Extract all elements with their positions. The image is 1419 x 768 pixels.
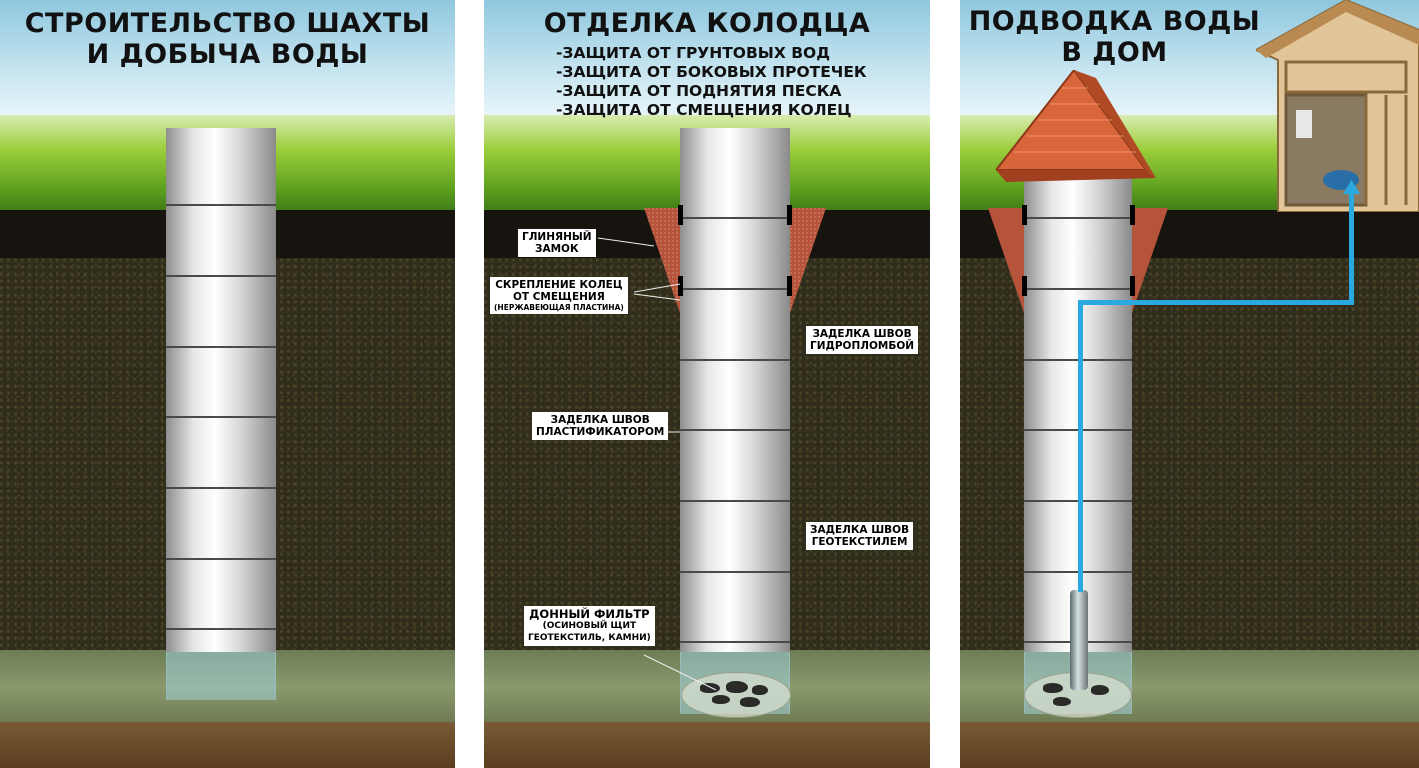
ring-joint — [166, 346, 276, 348]
callout-line — [597, 237, 655, 247]
ring-joint — [1024, 217, 1132, 219]
concrete-shaft — [680, 128, 790, 652]
clay-lock-left — [644, 208, 680, 313]
stainless-plate — [1130, 205, 1135, 225]
clay-lock-right — [1132, 208, 1168, 313]
sky — [0, 0, 455, 120]
stone — [1043, 683, 1063, 693]
stainless-plate — [1022, 276, 1027, 296]
bullet-item: -ЗАЩИТА ОТ ПОДНЯТИЯ ПЕСКА — [556, 82, 842, 100]
house-illustration — [1256, 0, 1419, 212]
stone — [712, 695, 730, 704]
title-line: В ДОМ — [1061, 37, 1168, 68]
callout-line — [633, 283, 681, 293]
ring-joint — [166, 628, 276, 630]
sand-layer — [484, 722, 930, 768]
water-pipe-vertical — [1078, 300, 1083, 592]
sky — [484, 0, 930, 120]
label-line: ГЕОТЕКСТИЛЬ, КАМНИ) — [528, 633, 651, 643]
title-line: И ДОБЫЧА ВОДЫ — [86, 39, 369, 70]
ring-joint — [680, 500, 790, 502]
label-line: ЗАДЕЛКА ШВОВ — [810, 524, 910, 536]
callout-line — [633, 293, 681, 301]
label-seal-geotextile: ЗАДЕЛКА ШВОВ ГЕОТЕКСТИЛЕМ — [806, 522, 914, 550]
panel-title: ОТДЕЛКА КОЛОДЦА — [543, 8, 871, 39]
stainless-plate — [1022, 205, 1027, 225]
stone — [726, 681, 748, 693]
ring-joint — [1024, 288, 1132, 290]
ring-joint — [680, 571, 790, 573]
stainless-plate — [678, 276, 683, 296]
clay-lock-left — [988, 208, 1024, 313]
label-line: ГИДРОПЛОМБОЙ — [810, 340, 915, 352]
sand-layer — [0, 722, 455, 768]
bullet-list: -ЗАЩИТА ОТ ГРУНТОВЫХ ВОД -ЗАЩИТА ОТ БОКО… — [556, 44, 867, 120]
label-seal-plasticizer: ЗАДЕЛКА ШВОВ ПЛАСТИФИКАТОРОМ — [532, 412, 669, 440]
panel-title: ПОДВОДКА ВОДЫ В ДОМ — [960, 6, 1269, 68]
title-line: СТРОИТЕЛЬСТВО ШАХТЫ — [24, 8, 431, 39]
arrow-up-icon — [1343, 180, 1360, 194]
panel-title: СТРОИТЕЛЬСТВО ШАХТЫ И ДОБЫЧА ВОДЫ — [0, 8, 455, 70]
bottom-filter — [681, 672, 791, 718]
label-line: ЗАДЕЛКА ШВОВ — [550, 414, 650, 426]
label-clay-lock: ГЛИНЯНЫЙ ЗАМОК — [518, 229, 596, 257]
ring-joint — [166, 558, 276, 560]
submersible-pump — [1070, 590, 1088, 690]
ring-joint — [166, 487, 276, 489]
label-bottom-filter: ДОННЫЙ ФИЛЬТР (ОСИНОВЫЙ ЩИТ ГЕОТЕКСТИЛЬ,… — [524, 606, 655, 646]
stone — [740, 697, 760, 707]
label-seal-hydro: ЗАДЕЛКА ШВОВ ГИДРОПЛОМБОЙ — [806, 326, 919, 354]
ring-joint — [166, 204, 276, 206]
bullet-item: -ЗАЩИТА ОТ ГРУНТОВЫХ ВОД — [556, 44, 830, 62]
label-line: СКРЕПЛЕНИЕ КОЛЕЦ — [495, 279, 623, 291]
panel-shaft-construction: СТРОИТЕЛЬСТВО ШАХТЫ И ДОБЫЧА ВОДЫ — [0, 0, 455, 768]
label-line: (ОСИНОВЫЙ ЩИТ — [542, 621, 637, 631]
concrete-shaft — [166, 128, 276, 652]
label-line: ЗАДЕЛКА ШВОВ — [812, 328, 912, 340]
label-line: ДОННЫЙ ФИЛЬТР — [529, 607, 650, 621]
well-roof — [996, 70, 1156, 182]
stainless-plate — [787, 276, 792, 296]
ring-joint — [680, 359, 790, 361]
bullet-item: -ЗАЩИТА ОТ СМЕЩЕНИЯ КОЛЕЦ — [556, 101, 852, 119]
label-line: ГЕОТЕКСТИЛЕМ — [811, 536, 908, 548]
clay-lock-right — [790, 208, 826, 313]
callout-line — [643, 654, 717, 691]
label-line: ЗАМОК — [534, 243, 579, 255]
panel-well-finishing: ОТДЕЛКА КОЛОДЦА -ЗАЩИТА ОТ ГРУНТОВЫХ ВОД… — [484, 0, 930, 768]
label-ring-fastening: СКРЕПЛЕНИЕ КОЛЕЦ ОТ СМЕЩЕНИЯ (НЕРЖАВЕЮЩА… — [490, 277, 628, 314]
panel-water-supply: ПОДВОДКА ВОДЫ В ДОМ — [960, 0, 1419, 768]
label-line: ПЛАСТИФИКАТОРОМ — [536, 426, 665, 438]
stainless-plate — [1130, 276, 1135, 296]
label-line: ОТ СМЕЩЕНИЯ — [512, 291, 605, 303]
title-line: ПОДВОДКА ВОДЫ — [968, 6, 1261, 37]
stone — [700, 683, 720, 693]
ring-joint — [680, 429, 790, 431]
label-line: ГЛИНЯНЫЙ — [522, 231, 592, 243]
shaft-water — [166, 652, 276, 700]
boiler — [1296, 110, 1312, 138]
water-pipe-horizontal — [1078, 300, 1354, 305]
stainless-plate — [678, 205, 683, 225]
sand-layer — [960, 722, 1419, 768]
stone — [752, 685, 768, 695]
stone — [1091, 685, 1109, 695]
ring-joint — [166, 416, 276, 418]
ring-joint — [680, 288, 790, 290]
ring-joint — [680, 641, 790, 643]
water-pipe-riser — [1349, 188, 1354, 305]
ring-joint — [680, 217, 790, 219]
callout-lines — [597, 237, 717, 691]
bullet-item: -ЗАЩИТА ОТ БОКОВЫХ ПРОТЕЧЕК — [556, 63, 867, 81]
stone — [1053, 697, 1071, 706]
ring-joint — [166, 275, 276, 277]
stainless-plate — [787, 205, 792, 225]
label-line: (НЕРЖАВЕЮЩАЯ ПЛАСТИНА) — [494, 303, 624, 312]
